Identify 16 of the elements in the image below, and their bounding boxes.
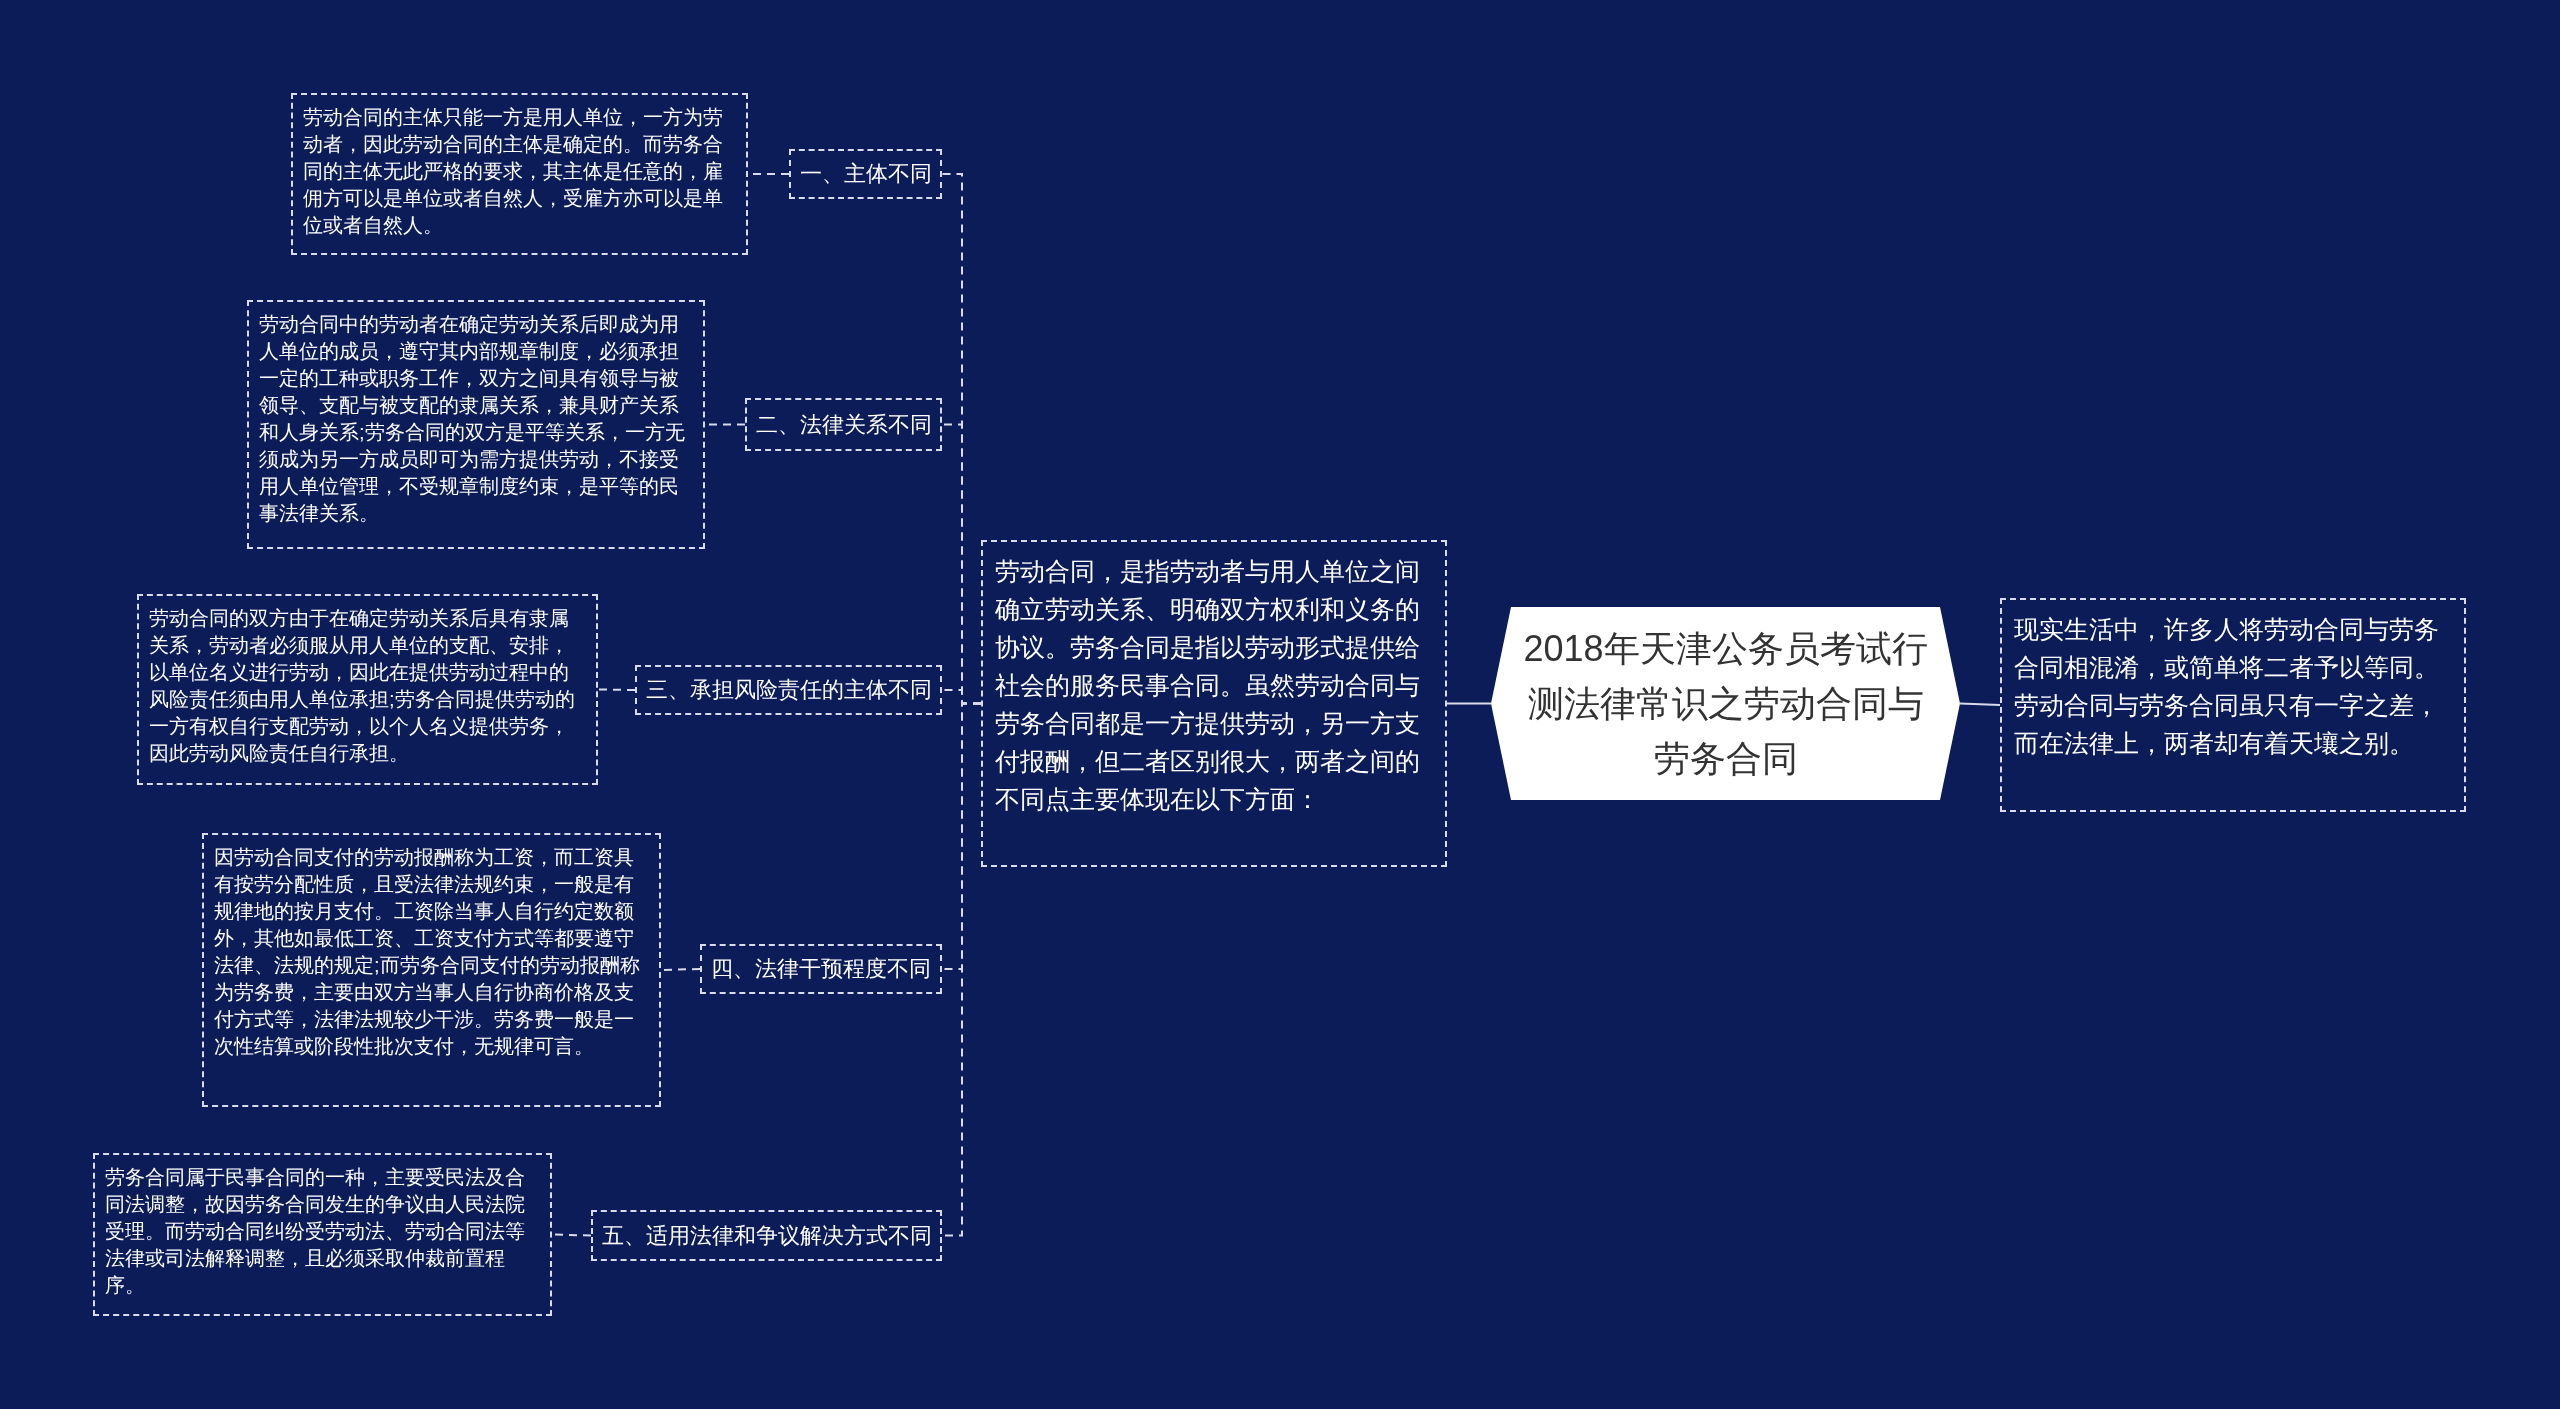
text-box: 劳动合同，是指劳动者与用人单位之间确立劳动关系、明确双方权利和义务的协议。劳务合同是指以劳动形式提供给社会的服务民事合同。虽然劳动合同与劳务合同都是一方提供劳动，另一方支付报酬，但二者区别很大，两者之间的不同点主要体现在以下方面： bbox=[981, 540, 1447, 867]
title-box: 2018年天津公务员考试行测法律常识之劳动合同与劳务合同 bbox=[1491, 607, 1960, 800]
text-box: 劳动合同的主体只能一方是用人单位，一方为劳动者，因此劳动合同的主体是确定的。而劳务合同的主体无此严格的要求，其主体是任意的，雇佣方可以是单位或者自然人，受雇方亦可以是单位或者自然人。 bbox=[291, 93, 748, 255]
text-box: 劳动合同的双方由于在确定劳动关系后具有隶属关系，劳动者必须服从用人单位的支配、安排，以单位名义进行劳动，因此在提供劳动过程中的风险责任须由用人单位承担;劳务合同提供劳动的一方有权自行支配劳动，以个人名义提供劳务，因此劳动风险责任自行承担。 bbox=[137, 594, 598, 785]
connector-line bbox=[1446, 702, 1492, 705]
branch-box: 五、适用法律和争议解决方式不同 bbox=[591, 1210, 942, 1261]
branch-box: 三、承担风险责任的主体不同 bbox=[635, 665, 942, 715]
text-box: 因劳动合同支付的劳动报酬称为工资，而工资具有按劳分配性质，且受法律法规约束，一般是有规律地的按月支付。工资除当事人自行约定数额外，其他如最低工资、工资支付方式等都要遵守法律、法规的规定;而劳务合同支付的劳动报酬称为劳务费，主要由双方当事人自行协商价格及支付方式等，法律法规较少干涉。劳务费一般是一次性结算或阶段性批次支付，无规律可言。 bbox=[202, 833, 661, 1107]
branch-box: 一、主体不同 bbox=[789, 149, 942, 199]
branch-box: 二、法律关系不同 bbox=[745, 398, 942, 451]
text-box: 劳务合同属于民事合同的一种，主要受民法及合同法调整，故因劳务合同发生的争议由人民法院受理。而劳动合同纠纷受劳动法、劳动合同法等法律或司法解释调整，且必须采取仲裁前置程序。 bbox=[93, 1153, 552, 1316]
text-box: 现实生活中，许多人将劳动合同与劳务合同相混淆，或简单将二者予以等同。劳动合同与劳务合同虽只有一字之差，而在法律上，两者却有着天壤之别。 bbox=[2000, 598, 2466, 812]
connector-line bbox=[1959, 702, 2001, 706]
connector-line bbox=[597, 688, 636, 691]
branch-box: 四、法律干预程度不同 bbox=[700, 944, 942, 994]
text-box: 劳动合同中的劳动者在确定劳动关系后即成为用人单位的成员，遵守其内部规章制度，必须承担一定的工种或职务工作，双方之间具有领导与被领导、支配与被支配的隶属关系，兼具财产关系和人身关系;劳务合同的双方是平等关系，一方无须成为另一方成员即可为需方提供劳动，不接受用人单位管理，不受规章制度约束，是平等的民事法律关系。 bbox=[247, 300, 705, 549]
